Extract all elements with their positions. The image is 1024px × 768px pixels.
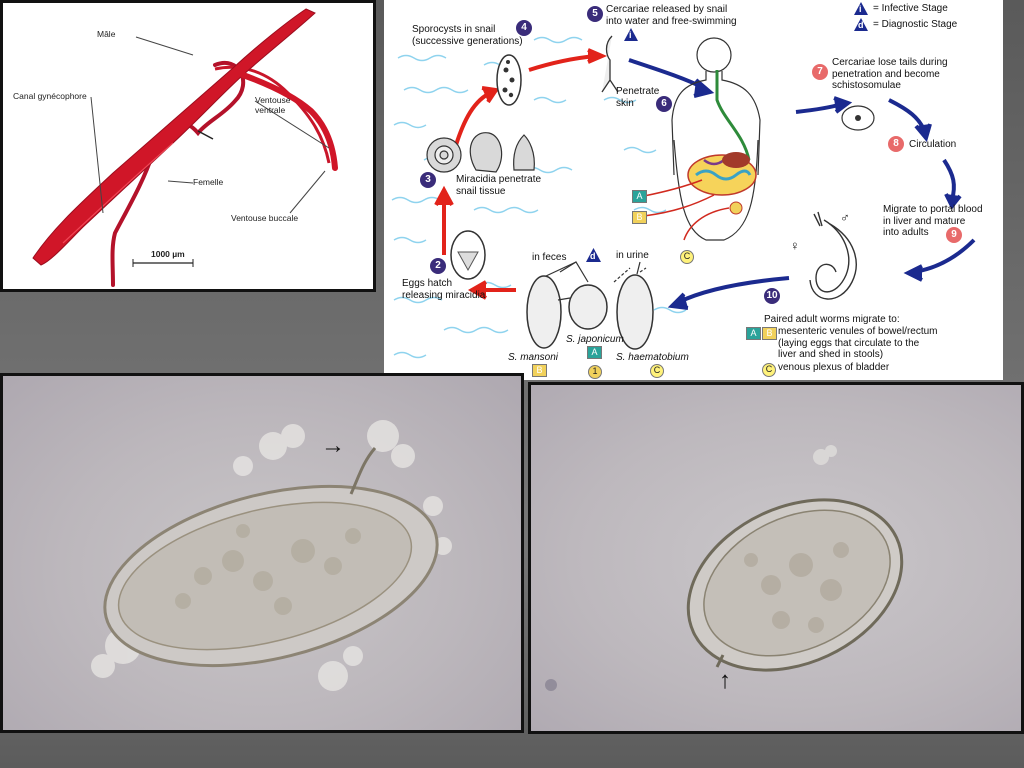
step-10-item-ab: mesenteric venules of bowel/rectum (layi…: [778, 326, 938, 360]
terminal-spine: [715, 654, 725, 668]
arrow-right-icon: →: [321, 432, 345, 459]
tag-a-japonicum: A: [587, 346, 602, 359]
egg-s-japonicum: [568, 284, 608, 330]
step-5-text: Cercariae released by snail into water a…: [606, 4, 737, 27]
label-s-haematobium: S. haematobium: [616, 352, 689, 363]
label-s-mansoni: S. mansoni: [508, 352, 559, 363]
schistosome-pair-drawing: [32, 8, 338, 287]
step-6-text: Penetrate skin: [616, 86, 660, 109]
photo-egg-lateral-spine: →: [0, 373, 524, 733]
legend-infective-icon: i: [854, 2, 868, 15]
life-cycle-diagram: i = Infective Stage d = Diagnostic Stage…: [384, 0, 1003, 380]
step-2-marker: 2: [430, 258, 446, 274]
egg-micrograph-right: [545, 445, 904, 691]
label-oral-sucker: Ventouse buccale: [231, 213, 299, 223]
male-worm-body: [240, 72, 338, 171]
legend-diagnostic-icon: d: [854, 18, 868, 31]
tag-b-body: B: [632, 211, 647, 224]
step-9-marker: 9: [946, 227, 962, 243]
step-10-marker: 10: [764, 288, 780, 304]
tag-a-step10: A: [746, 327, 761, 340]
diagnostic-stage-marker: d: [586, 248, 601, 262]
step-7-text: Cercariae lose tails during penetration …: [832, 57, 948, 91]
step-4-marker: 4: [516, 20, 532, 36]
photo-egg-terminal-spine: ↑: [528, 382, 1024, 734]
step-9-text: Migrate to portal blood in liver and mat…: [883, 204, 983, 238]
adult-worm-pair: [809, 211, 857, 300]
tag-b-step10: B: [762, 327, 777, 340]
step-10-text: Paired adult worms migrate to:: [764, 314, 900, 325]
step-8-text: Circulation: [909, 139, 957, 150]
label-s-japonicum: S. japonicum: [566, 334, 624, 345]
egg-micrograph-left: [91, 420, 452, 691]
label-in-urine: in urine: [616, 250, 649, 261]
tag-b-mansoni: B: [532, 364, 547, 377]
marker-step-1: 1: [588, 365, 602, 379]
step-5-marker: 5: [587, 6, 603, 22]
infective-stage-marker: i: [624, 28, 638, 41]
blue-cycle-arrows: [628, 58, 976, 310]
cercaria: [601, 35, 619, 93]
worm-figure-panel: Mâle Canal gynécophore Ventouse ventrale…: [0, 0, 376, 292]
label-scale: 1000 µm: [151, 249, 185, 259]
male-symbol: ♂: [840, 210, 850, 225]
sporocyst: [496, 54, 522, 106]
label-gynecophoral-canal: Canal gynécophore: [13, 91, 87, 101]
tag-a-body: A: [632, 190, 647, 203]
snails: [426, 132, 535, 173]
tag-c-haematobium: C: [650, 364, 664, 378]
label-male: Mâle: [97, 29, 116, 39]
gi-tract: [715, 70, 751, 161]
egg-s-mansoni: [526, 275, 562, 349]
female-symbol: ♀: [790, 238, 800, 253]
human-body: [671, 37, 761, 241]
step-3-marker: 3: [420, 172, 436, 188]
tag-c-step10: C: [762, 363, 776, 377]
legend-diagnostic: = Diagnostic Stage: [873, 19, 958, 30]
label-in-feces: in feces: [532, 252, 567, 263]
step-3-text: Miracidia penetrate snail tissue: [456, 174, 542, 197]
legend-infective: = Infective Stage: [873, 3, 948, 14]
red-cycle-arrows: [434, 48, 608, 300]
label-ventral-sucker: Ventouse ventrale: [255, 95, 291, 115]
male-worm: [32, 8, 316, 266]
step-10-item-c: venous plexus of bladder: [778, 362, 890, 373]
egg-s-haematobium: [616, 274, 654, 350]
step-7-marker: 7: [812, 64, 828, 80]
tag-c-body: C: [680, 250, 694, 264]
step-4-text: Sporocysts in snail (successive generati…: [412, 24, 523, 47]
arrow-up-icon: ↑: [719, 667, 731, 694]
label-female: Femelle: [193, 177, 224, 187]
step-2-text: Eggs hatch releasing miracidia: [402, 278, 486, 301]
lateral-spine: [349, 447, 377, 495]
step-6-marker: 6: [656, 96, 672, 112]
life-cycle-graphics: [391, 35, 976, 359]
step-8-marker: 8: [888, 136, 904, 152]
